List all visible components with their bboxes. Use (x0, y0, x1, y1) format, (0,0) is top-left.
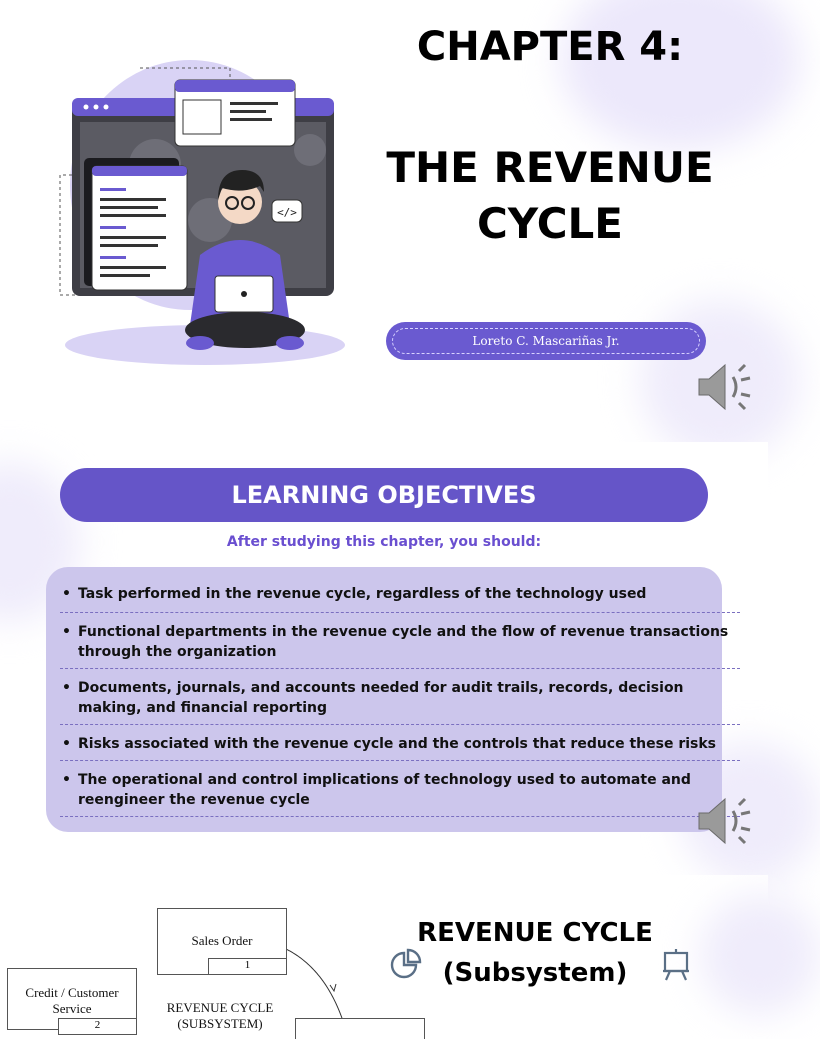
bullet: • (62, 772, 71, 788)
cycle-center-label: REVENUE CYCLE (SUBSYSTEM) (150, 1000, 290, 1032)
sales-order-label: Sales Order (191, 933, 253, 948)
revenue-cycle-slide: Sales Order 1 Credit / Customer Service … (0, 875, 820, 1039)
divider (60, 612, 740, 613)
objectives-panel (46, 567, 722, 832)
developer-illustration: </> (59, 60, 345, 365)
divider (60, 760, 740, 761)
divider (60, 816, 740, 817)
svg-text:</>: </> (277, 206, 297, 219)
cycle-center-line2: (SUBSYSTEM) (177, 1016, 263, 1031)
author-name: Loreto C. Mascariñas Jr. (392, 328, 700, 354)
objective-item: •Task performed in the revenue cycle, re… (62, 586, 647, 602)
learning-objectives-slide: LEARNING OBJECTIVES After studying this … (0, 442, 820, 882)
bullet: • (62, 680, 71, 696)
title-slide: </> CHAPTER 4: THE REVENUE CYCLE Loreto … (0, 0, 800, 460)
slide-title-line2: (Subsystem) (442, 958, 628, 988)
presentation-easel-icon[interactable] (660, 947, 692, 983)
chapter-title: THE REVENUE CYCLE (380, 140, 720, 252)
background-blob (560, 0, 800, 150)
bullet: • (62, 736, 71, 752)
divider (60, 668, 740, 669)
author-pill: Loreto C. Mascariñas Jr. (386, 322, 706, 360)
objective-item: •Functional departments in the revenue c… (62, 624, 729, 660)
next-step-box (295, 1018, 425, 1039)
chapter-title-line1: THE REVENUE (386, 143, 714, 192)
bullet: • (62, 586, 71, 602)
objectives-heading: LEARNING OBJECTIVES (60, 468, 708, 522)
cycle-center-line1: REVENUE CYCLE (166, 1000, 274, 1015)
sales-order-number: 1 (208, 958, 287, 975)
objectives-subheading: After studying this chapter, you should: (226, 534, 542, 550)
chapter-label: CHAPTER 4: (416, 24, 684, 70)
objective-item: •Risks associated with the revenue cycle… (62, 736, 717, 752)
speaker-icon[interactable] (695, 794, 755, 848)
pie-chart-icon[interactable] (388, 947, 424, 983)
credit-label: Credit / Customer Service (25, 985, 119, 1016)
chapter-title-line2: CYCLE (476, 199, 623, 248)
divider (60, 724, 740, 725)
slide-title-line1: REVENUE CYCLE (417, 918, 653, 948)
speaker-icon[interactable] (695, 360, 755, 414)
objective-item: •The operational and control implication… (62, 772, 691, 808)
bullet: • (62, 624, 71, 640)
credit-number: 2 (58, 1018, 137, 1035)
background-blob (700, 895, 820, 1015)
cycle-arrows (285, 948, 345, 1025)
slide-title: REVENUE CYCLE (Subsystem) (410, 913, 660, 993)
objective-item: •Documents, journals, and accounts neede… (62, 680, 684, 716)
